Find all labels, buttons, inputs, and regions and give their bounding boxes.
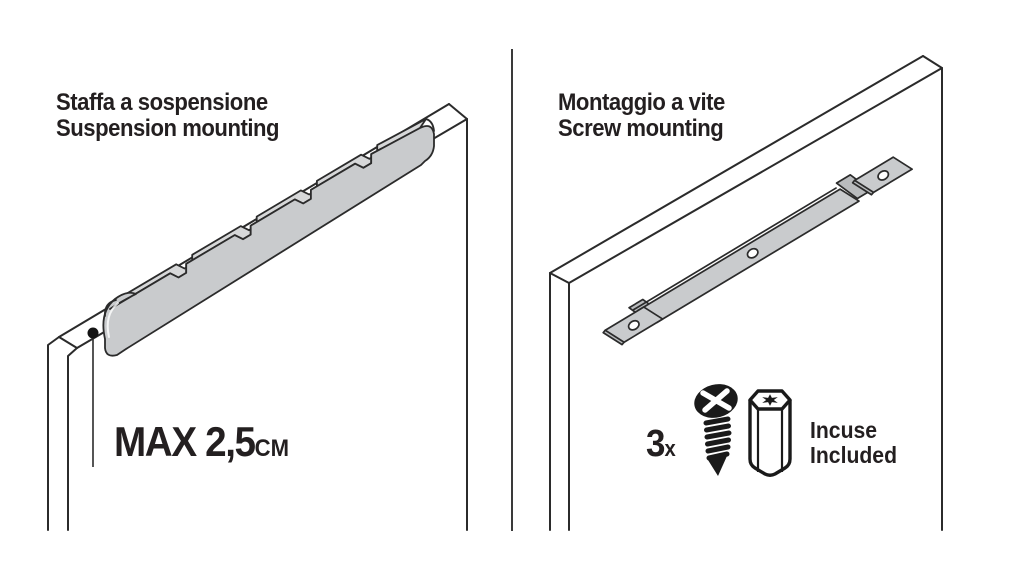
- right-title-italian: Montaggio a vite: [558, 89, 725, 116]
- torx-star: [762, 394, 778, 406]
- hex-standoff-icon: [748, 389, 792, 477]
- left-title-english: Suspension mounting: [56, 115, 280, 142]
- suspension-bracket: [102, 118, 435, 357]
- max-depth-value: MAX 2,5: [114, 418, 256, 465]
- screw-quantity-times: x: [664, 436, 676, 461]
- included-line1: Incuse: [810, 417, 878, 443]
- left-title-italian: Staffa a sospensione: [56, 89, 268, 116]
- right-section-title: Montaggio a vite Screw mounting: [558, 90, 725, 142]
- screw-bracket: [602, 156, 913, 346]
- included-line2: Included: [810, 441, 897, 468]
- left-section-title: Staffa a sospensione Suspension mounting: [56, 89, 280, 142]
- max-depth-label: MAX 2,5CM: [114, 418, 289, 466]
- section-divider: [511, 49, 513, 531]
- max-depth-unit: CM: [254, 435, 290, 462]
- measure-dot: [87, 327, 99, 467]
- included-label: Incuse Included: [810, 418, 897, 467]
- right-panel-drawing: [549, 55, 943, 531]
- screw-quantity-value: 3: [646, 423, 665, 465]
- screw-quantity-label: 3x: [646, 423, 676, 466]
- right-title-english: Screw mounting: [558, 115, 724, 142]
- phillips-screw-icon: [694, 384, 738, 476]
